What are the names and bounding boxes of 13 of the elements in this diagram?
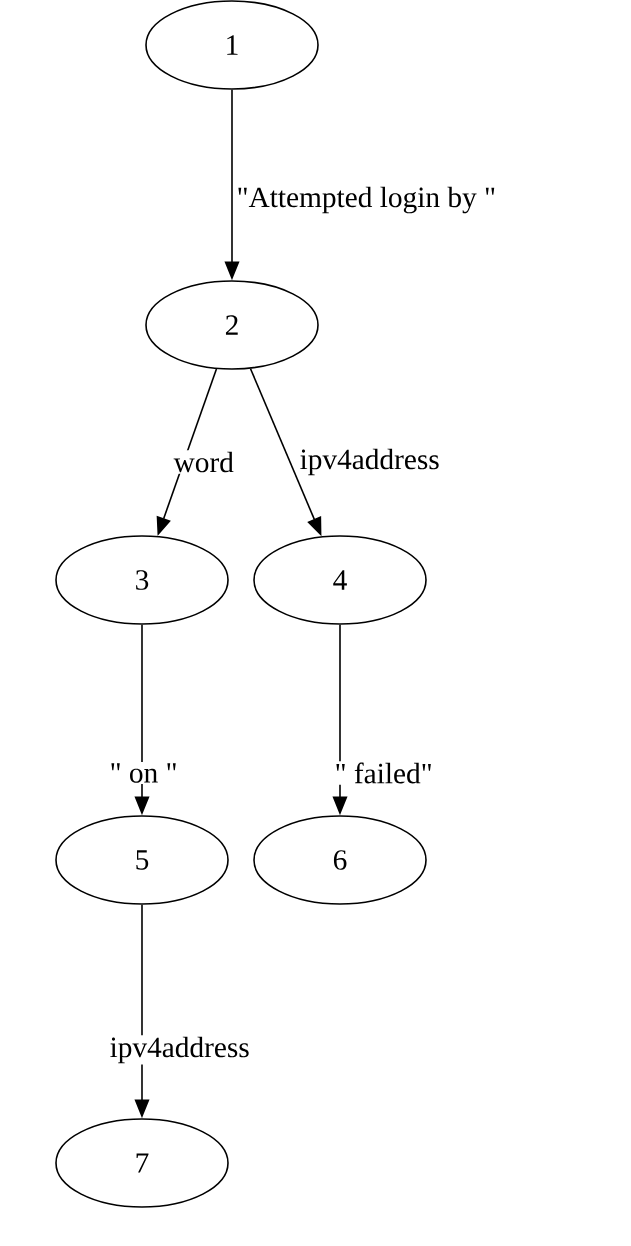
edge-label: word — [172, 450, 236, 474]
edge-label: ipv4address — [108, 1035, 252, 1065]
edge-label: " on " — [108, 761, 179, 785]
ellipse-node: 1 — [145, 0, 319, 90]
edge-label: "Attempted login by " — [235, 185, 498, 215]
ellipse-node: 7 — [55, 1118, 229, 1208]
ellipse-node: 4 — [253, 535, 427, 625]
edge-label: " failed" — [333, 761, 434, 785]
ellipse-node: 3 — [55, 535, 229, 625]
edge-label: ipv4address — [298, 447, 442, 477]
ellipse-node: 5 — [55, 815, 229, 905]
ellipse-node: 2 — [145, 280, 319, 370]
ellipse-node: 6 — [253, 815, 427, 905]
